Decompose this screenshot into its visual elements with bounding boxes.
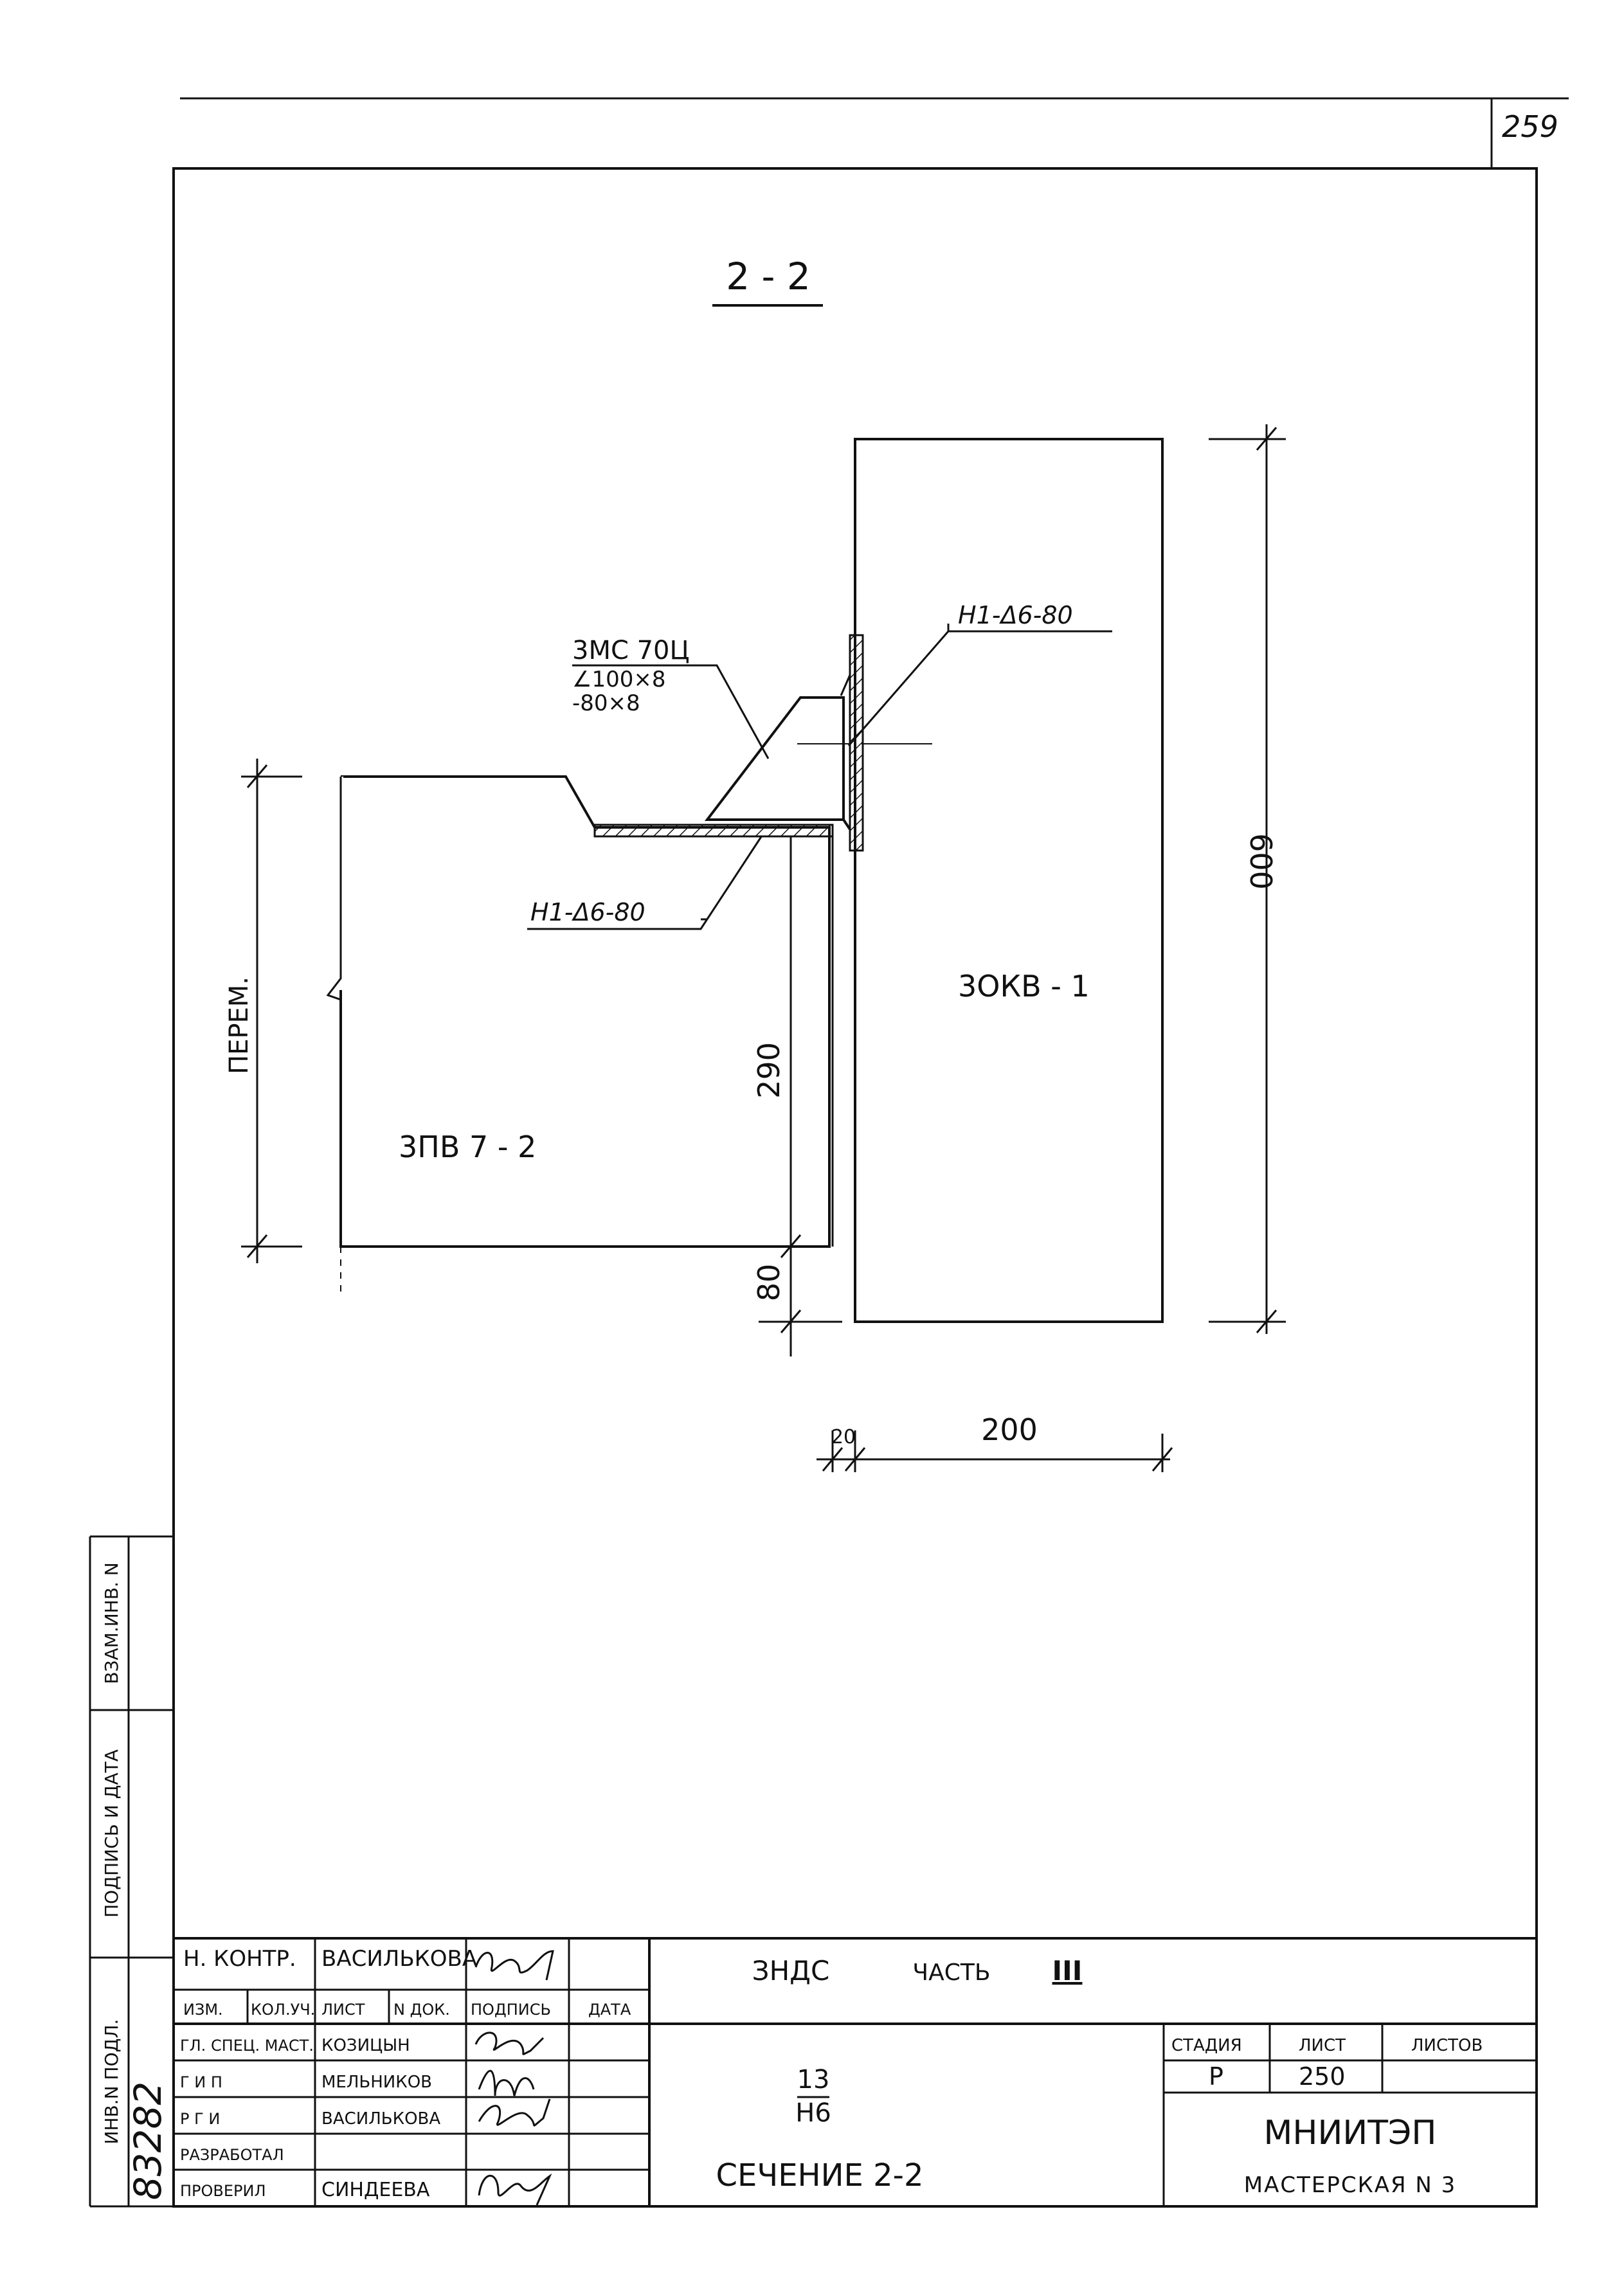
role-row-4: РАЗРАБОТАЛ [180,2146,284,2164]
weld-top-label: Н1-Δ6-80 [958,601,1073,629]
section-drawing [241,424,1286,1472]
section-title: 2 - 2 [726,255,811,298]
norm-control-name: ВАСИЛЬКОВА [321,1946,477,1972]
role-row-5: ПРОВЕРИЛ [180,2182,266,2200]
column-body [854,438,1164,1323]
column-label: 3ОКВ - 1 [958,969,1090,1004]
dim-20: 20 [831,1426,856,1448]
side-stamp-sign-label: ПОДПИСЬ И ДАТА [101,1749,122,1918]
code-denominator: Н6 [795,2098,831,2128]
side-stamp-replace-label: ВЗАМ.ИНВ. N [101,1562,122,1684]
project-code: ЗНДС [752,1955,830,1986]
sheet-frame [172,97,1569,2208]
code-numerator: 13 [797,2065,830,2094]
name-row-3: ВАСИЛЬКОВА [321,2109,440,2129]
stage-value: Р [1209,2062,1223,2091]
plate-label: -80×8 [572,690,640,716]
dim-290: 290 [752,1042,786,1099]
name-row-5: СИНДЕЕВА [321,2179,430,2201]
sheet-label: ЛИСТ [1299,2036,1346,2055]
header-list: ЛИСТ [321,2001,365,2019]
dim-600: 600 [1243,833,1278,890]
weld-bottom-leader [527,835,763,930]
dim-200: 200 [981,1412,1038,1447]
organization-name: МНИИТЭП [1264,2114,1437,2152]
dim-80: 80 [752,1264,786,1302]
name-row-1: КОЗИЦЫН [321,2036,410,2055]
variable-dim-label: ПЕРЕМ. [224,977,254,1074]
slab-outline [339,775,831,1248]
part-label: ЧАСТЬ [912,1959,990,1986]
norm-control-role: Н. КОНТР. [183,1946,296,1972]
weld-top-leader [847,630,1112,746]
part-roman: III [1052,1955,1083,1986]
seat-plate-hatched [593,824,834,838]
role-row-2: Г И П [180,2073,222,2091]
weld-bottom-label: Н1-Δ6-80 [530,898,645,926]
slab-label: 3ПВ 7 - 2 [399,1130,536,1164]
bracket-leader [572,664,770,759]
drawing-title: СЕЧЕНИЕ 2-2 [716,2157,923,2193]
stage-label: СТАДИЯ [1171,2036,1242,2055]
bracket-label: 3МС 70Ц [572,636,690,665]
title-block [174,1937,1537,2206]
angle-label: ∠100×8 [572,667,666,692]
role-row-3: Р Г И [180,2110,220,2128]
header-izm: ИЗМ. [183,2001,223,2019]
side-stamp-inv-label: ИНВ.N ПОДЛ. [101,2019,122,2145]
signatures [474,1950,554,2206]
name-row-2: МЕЛЬНИКОВ [321,2073,432,2092]
workshop-name: МАСТЕРСКАЯ N 3 [1244,2172,1457,2198]
side-stamp [89,1535,174,2208]
sheet-value: 250 [1299,2062,1346,2091]
slab-break-symbol [326,777,342,1247]
page-number: 259 [1502,109,1558,144]
bracket-gusset [704,696,845,821]
sheets-label: ЛИСТОВ [1411,2036,1483,2055]
header-n-dok: N ДОК. [393,2001,450,2019]
header-kol-uch: КОЛ.УЧ. [251,2001,315,2019]
header-data: ДАТА [588,2001,631,2019]
header-podpis: ПОДПИСЬ [471,2001,551,2019]
side-stamp-inv-number: 83282 [126,2082,170,2201]
bracket-angle [707,818,851,831]
role-row-1: ГЛ. СПЕЦ. МАСТ. [180,2037,314,2055]
